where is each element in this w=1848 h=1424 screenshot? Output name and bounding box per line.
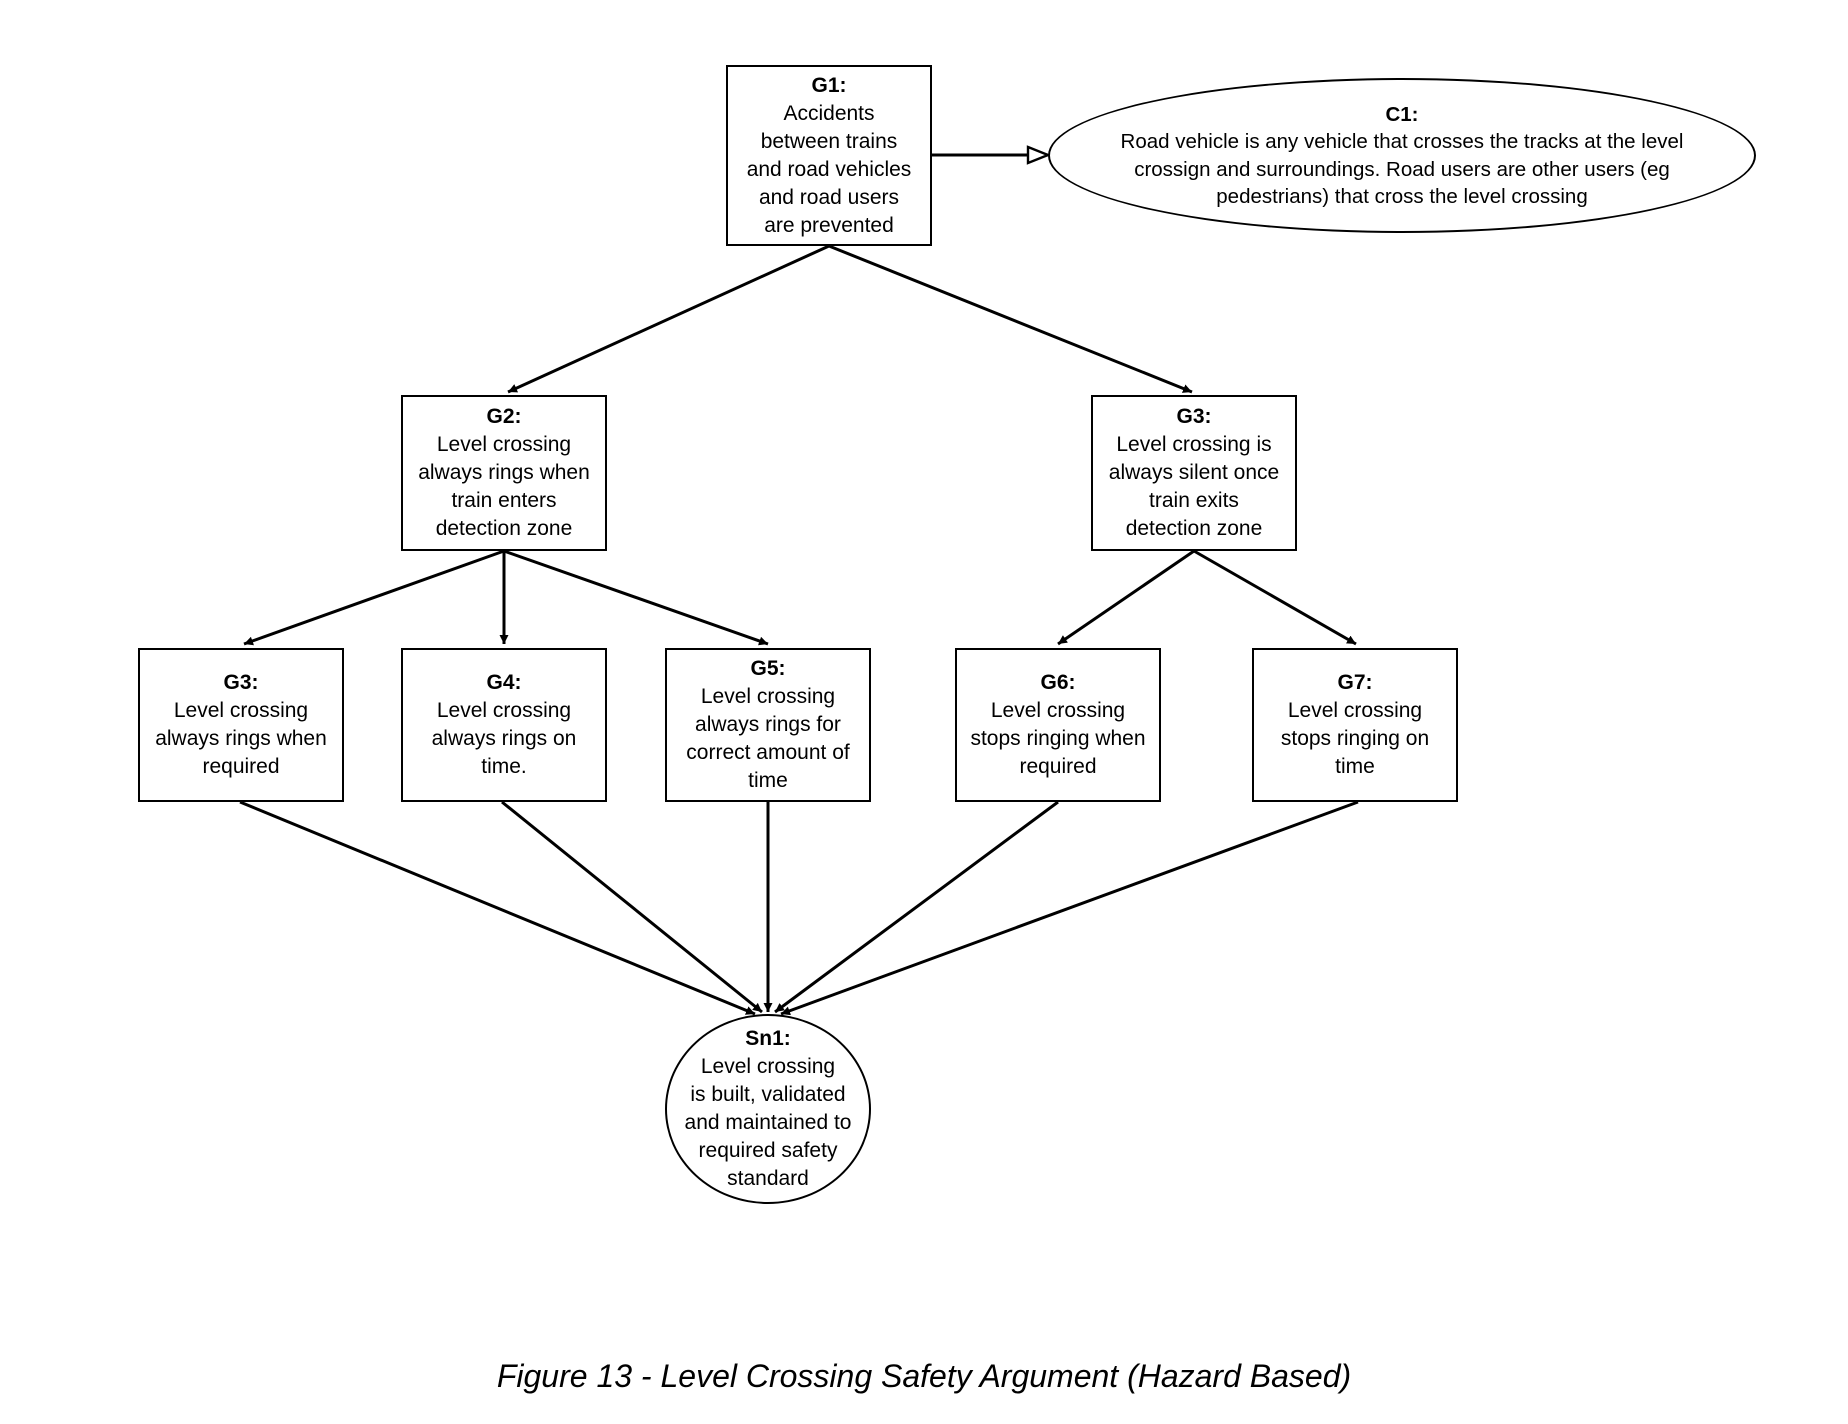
goal-g5-text: Level crossing always rings for correct … (686, 685, 850, 792)
goal-g3-rings: G3: Level crossing always rings when req… (138, 648, 344, 802)
edge-g2-to-g5 (503, 549, 769, 646)
edge-g3r-to-g7 (1193, 549, 1357, 646)
goal-g2: G2: Level crossing always rings when tra… (401, 395, 607, 551)
context-c1: C1: Road vehicle is any vehicle that cro… (1048, 78, 1756, 233)
edge-g3l-to-sn1 (239, 800, 756, 1016)
goal-g6-text: Level crossing stops ringing when requir… (970, 699, 1146, 778)
goal-g6-label: G6: (1040, 671, 1076, 694)
goal-g7-label: G7: (1337, 671, 1373, 694)
goal-g4: G4: Level crossing always rings on time. (401, 648, 607, 802)
edge-g3r-to-g6 (1057, 549, 1195, 646)
goal-g2-label: G2: (486, 405, 522, 428)
context-c1-label: C1: (1385, 102, 1419, 126)
goal-g3-rings-label: G3: (223, 671, 259, 694)
solution-sn1-text: Level crossing is built, validated and m… (684, 1055, 852, 1190)
context-c1-text: Road vehicle is any vehicle that crosses… (1120, 130, 1684, 208)
goal-g3-silent-label: G3: (1176, 405, 1212, 428)
goal-g6: G6: Level crossing stops ringing when re… (955, 648, 1161, 802)
goal-g2-text: Level crossing always rings when train e… (418, 433, 590, 540)
goal-g1-label: G1: (811, 73, 847, 97)
solution-sn1: Sn1: Level crossing is built, validated … (665, 1014, 871, 1204)
edge-g2-to-g3l (243, 549, 505, 646)
edge-g4-to-sn1 (501, 800, 763, 1014)
goal-g3-rings-text: Level crossing always rings when require… (155, 699, 327, 778)
goal-g7: G7: Level crossing stops ringing on time (1252, 648, 1458, 802)
goal-g3-silent: G3: Level crossing is always silent once… (1091, 395, 1297, 551)
goal-g7-text: Level crossing stops ringing on time (1280, 699, 1430, 778)
edges (239, 155, 1359, 1016)
edge-g1-to-g3r (828, 244, 1193, 394)
goal-g3-silent-text: Level crossing is always silent once tra… (1108, 433, 1280, 540)
edge-g6-to-sn1 (774, 800, 1059, 1014)
goal-g5-label: G5: (750, 657, 786, 680)
figure-caption: Figure 13 - Level Crossing Safety Argume… (496, 1358, 1352, 1394)
goal-g1-text: Accidents between trains and road vehicl… (746, 101, 912, 237)
edge-g7-to-sn1 (780, 800, 1359, 1016)
goal-g4-text: Level crossing always rings on time. (431, 699, 577, 778)
goal-g4-label: G4: (486, 671, 522, 694)
solution-sn1-label: Sn1: (745, 1027, 791, 1050)
goal-g5: G5: Level crossing always rings for corr… (665, 648, 871, 802)
goal-g1: G1: Accidents between trains and road ve… (726, 65, 932, 246)
edge-g1-to-g2 (507, 244, 830, 394)
